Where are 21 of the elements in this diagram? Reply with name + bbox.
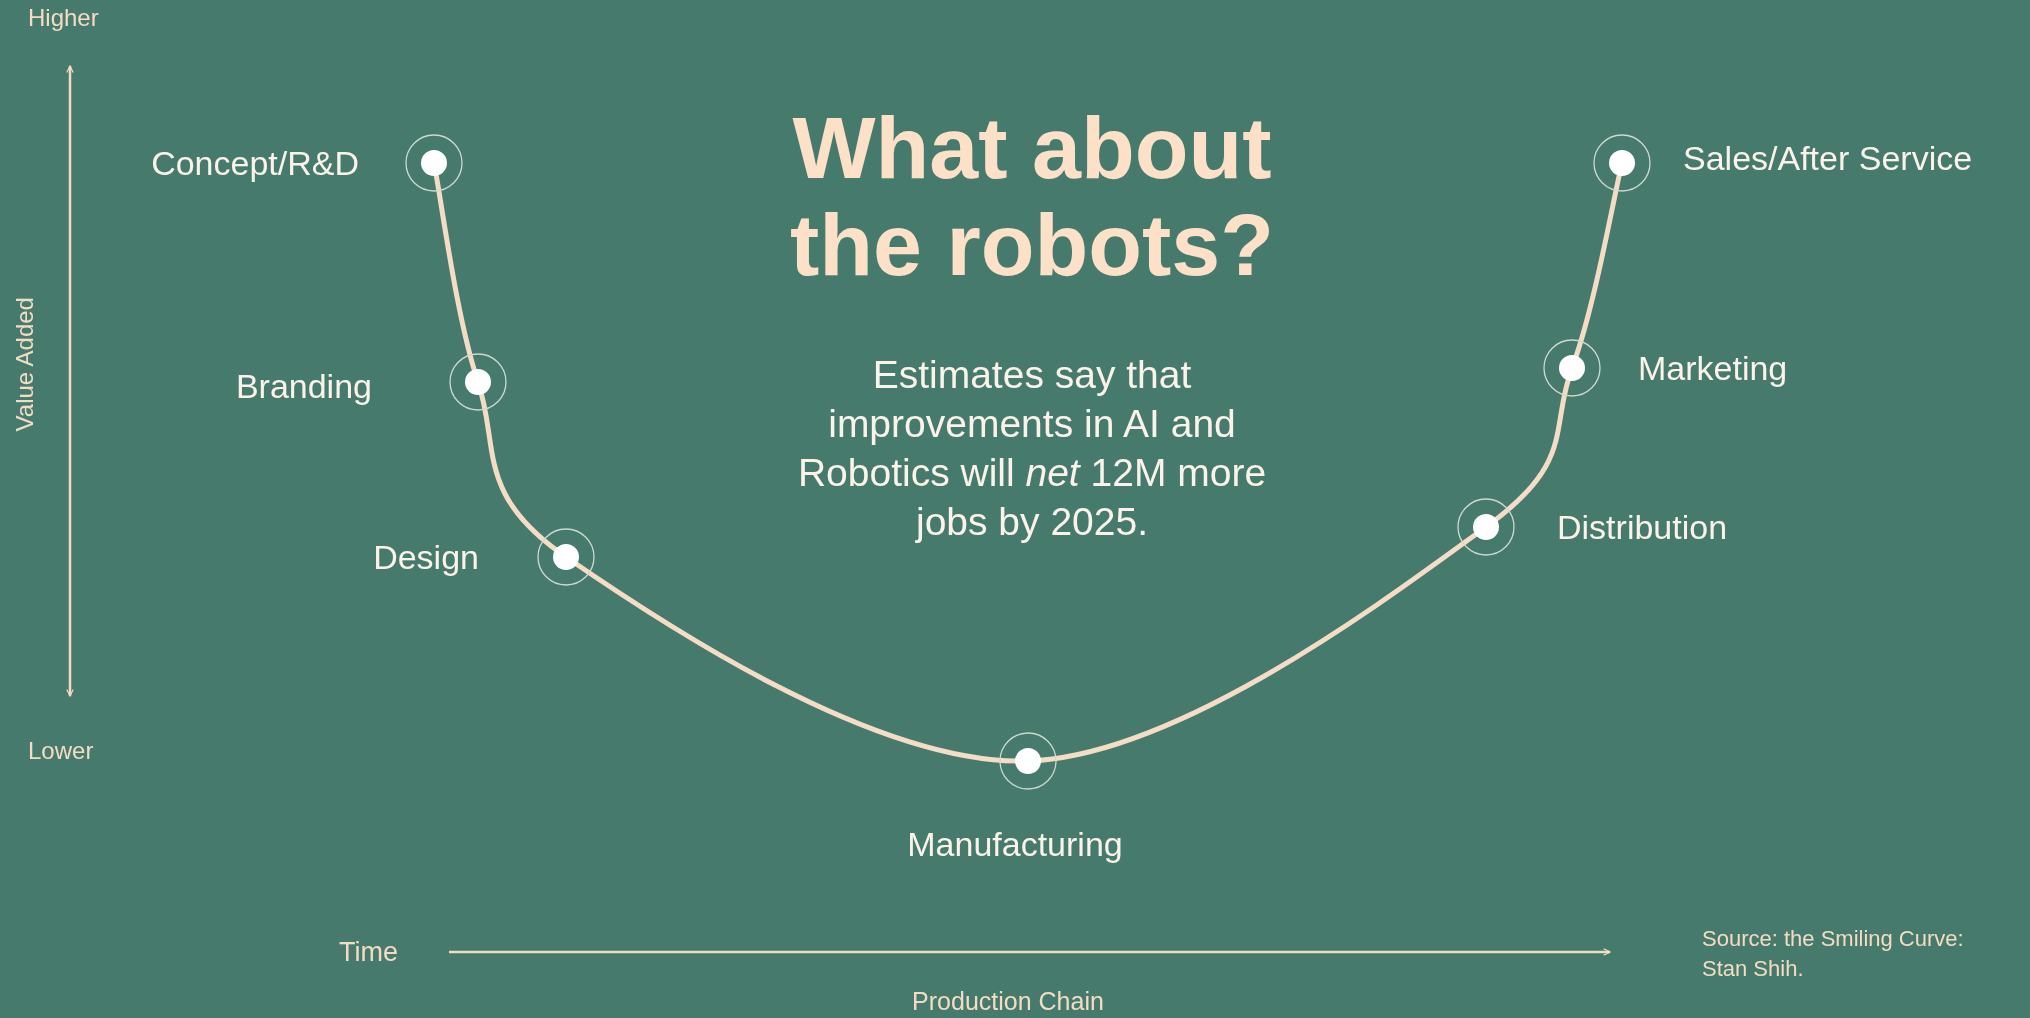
point-marker <box>1543 339 1601 397</box>
stage-label: Design <box>373 540 479 574</box>
stage-label: Manufacturing <box>907 827 1123 861</box>
axis-label: Time <box>339 936 398 969</box>
axis-label: Lower <box>28 737 94 766</box>
point-marker <box>1457 498 1515 556</box>
title: What about the robots? <box>789 100 1275 294</box>
body-text: Estimates say that improvements in AI and Robotics will net 12M more jobs by 2025. <box>796 352 1268 545</box>
axis-title: Production Chain <box>911 986 1105 1016</box>
axis-label: Higher <box>28 4 99 33</box>
stage-label: Concept/R&D <box>151 146 359 180</box>
source-note: Source: the Smiling Curve: Stan Shih. <box>1702 925 1965 983</box>
stage-label: Branding <box>235 369 372 403</box>
stage-label: Sales/After Service <box>1683 141 1973 175</box>
stage-label: Marketing <box>1638 351 1788 385</box>
point-marker <box>405 134 463 192</box>
point-marker <box>999 732 1057 790</box>
point-marker <box>537 528 595 586</box>
stage-label: Distribution <box>1557 510 1728 544</box>
point-marker <box>1593 134 1651 192</box>
point-marker <box>449 353 507 411</box>
